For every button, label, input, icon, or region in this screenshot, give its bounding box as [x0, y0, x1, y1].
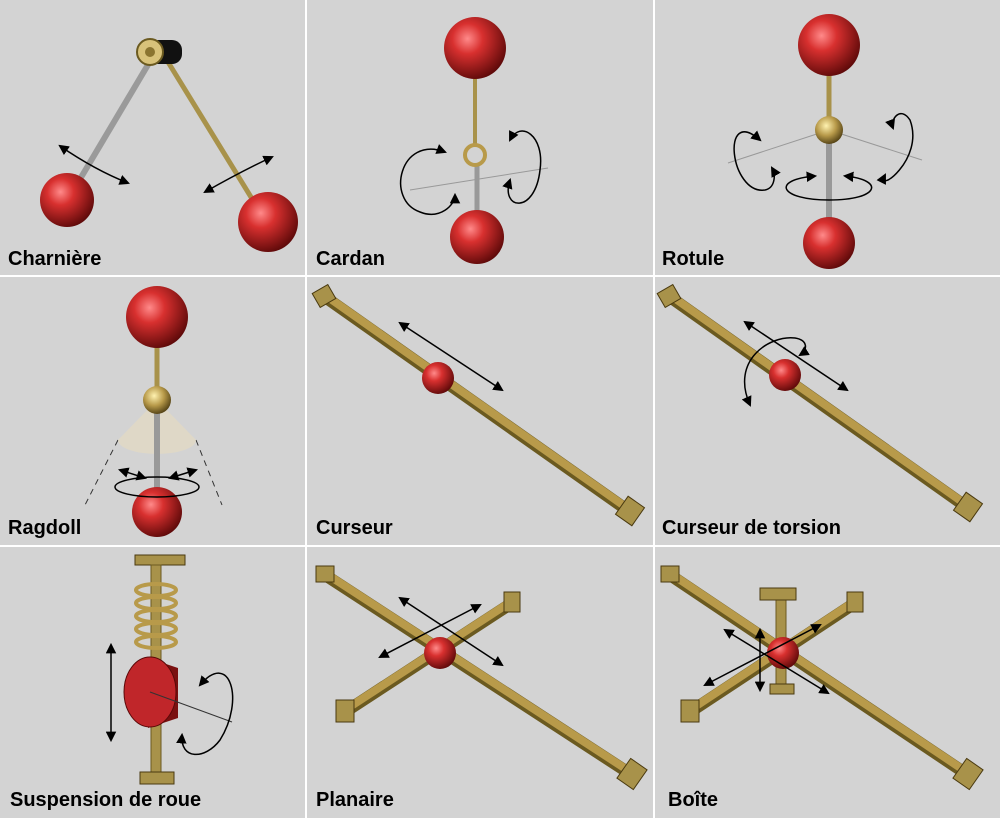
twist-slider-illustration [656, 283, 984, 523]
label-ragdoll: Ragdoll [8, 517, 82, 539]
red-sphere [132, 487, 182, 537]
translation-arrow [398, 321, 504, 392]
end-plate [503, 591, 521, 613]
rotation-arrow [733, 130, 781, 191]
end-plate [656, 283, 682, 309]
end-plate [614, 495, 646, 527]
end-plate [952, 491, 984, 523]
end-plate [680, 699, 700, 723]
rotation-arrow [176, 672, 234, 756]
label-rotule: Rotule [662, 248, 725, 270]
slider-illustration [311, 283, 646, 527]
box-illustration [660, 565, 984, 791]
label-boite: Boîte [668, 789, 718, 811]
translation-arrow [378, 604, 482, 658]
hinge-illustration [40, 38, 298, 252]
red-sphere [767, 637, 799, 669]
red-sphere [40, 173, 94, 227]
label-charniere: Charnière [8, 248, 102, 270]
rotation-arrow [203, 155, 274, 194]
label-curseur-torsion: Curseur de torsion [662, 517, 841, 539]
ball-joint [143, 386, 171, 414]
end-plate [616, 757, 648, 791]
red-sphere [769, 359, 801, 391]
end-plate [660, 565, 680, 583]
rotation-arrow [502, 130, 542, 204]
rotation-arrow [876, 113, 914, 185]
red-sphere [126, 286, 188, 348]
red-sphere [803, 217, 855, 269]
red-sphere [798, 14, 860, 76]
ball-joint-illustration [727, 14, 923, 269]
base-plate [139, 771, 175, 785]
label-planaire: Planaire [316, 789, 394, 811]
spring [134, 582, 178, 650]
label-suspension: Suspension de roue [10, 789, 202, 811]
ragdoll-illustration [84, 286, 223, 537]
red-sphere [444, 17, 506, 79]
end-plate [846, 591, 864, 613]
top-plate [134, 554, 186, 566]
rotation-arrow [114, 476, 200, 498]
end-plate [769, 683, 795, 695]
wheel-suspension-illustration [105, 554, 234, 785]
rotation-arrow [741, 337, 810, 407]
end-plate [315, 565, 335, 583]
label-curseur: Curseur [316, 517, 393, 539]
label-cardan: Cardan [316, 248, 385, 270]
red-sphere [450, 210, 504, 264]
cardan-illustration [399, 17, 549, 264]
end-plate [311, 283, 337, 309]
ball-joint [815, 116, 843, 144]
red-sphere [424, 637, 456, 669]
end-plate [759, 587, 797, 601]
end-plate [952, 757, 984, 791]
rotation-arrow [399, 144, 461, 215]
gimbal-joint [463, 143, 487, 167]
red-sphere [422, 362, 454, 394]
end-plate [335, 699, 355, 723]
red-sphere [238, 192, 298, 252]
planar-illustration [315, 565, 648, 791]
rotation-arrow [785, 171, 873, 201]
gold-rod [165, 60, 265, 217]
rotation-arrow [58, 144, 130, 185]
